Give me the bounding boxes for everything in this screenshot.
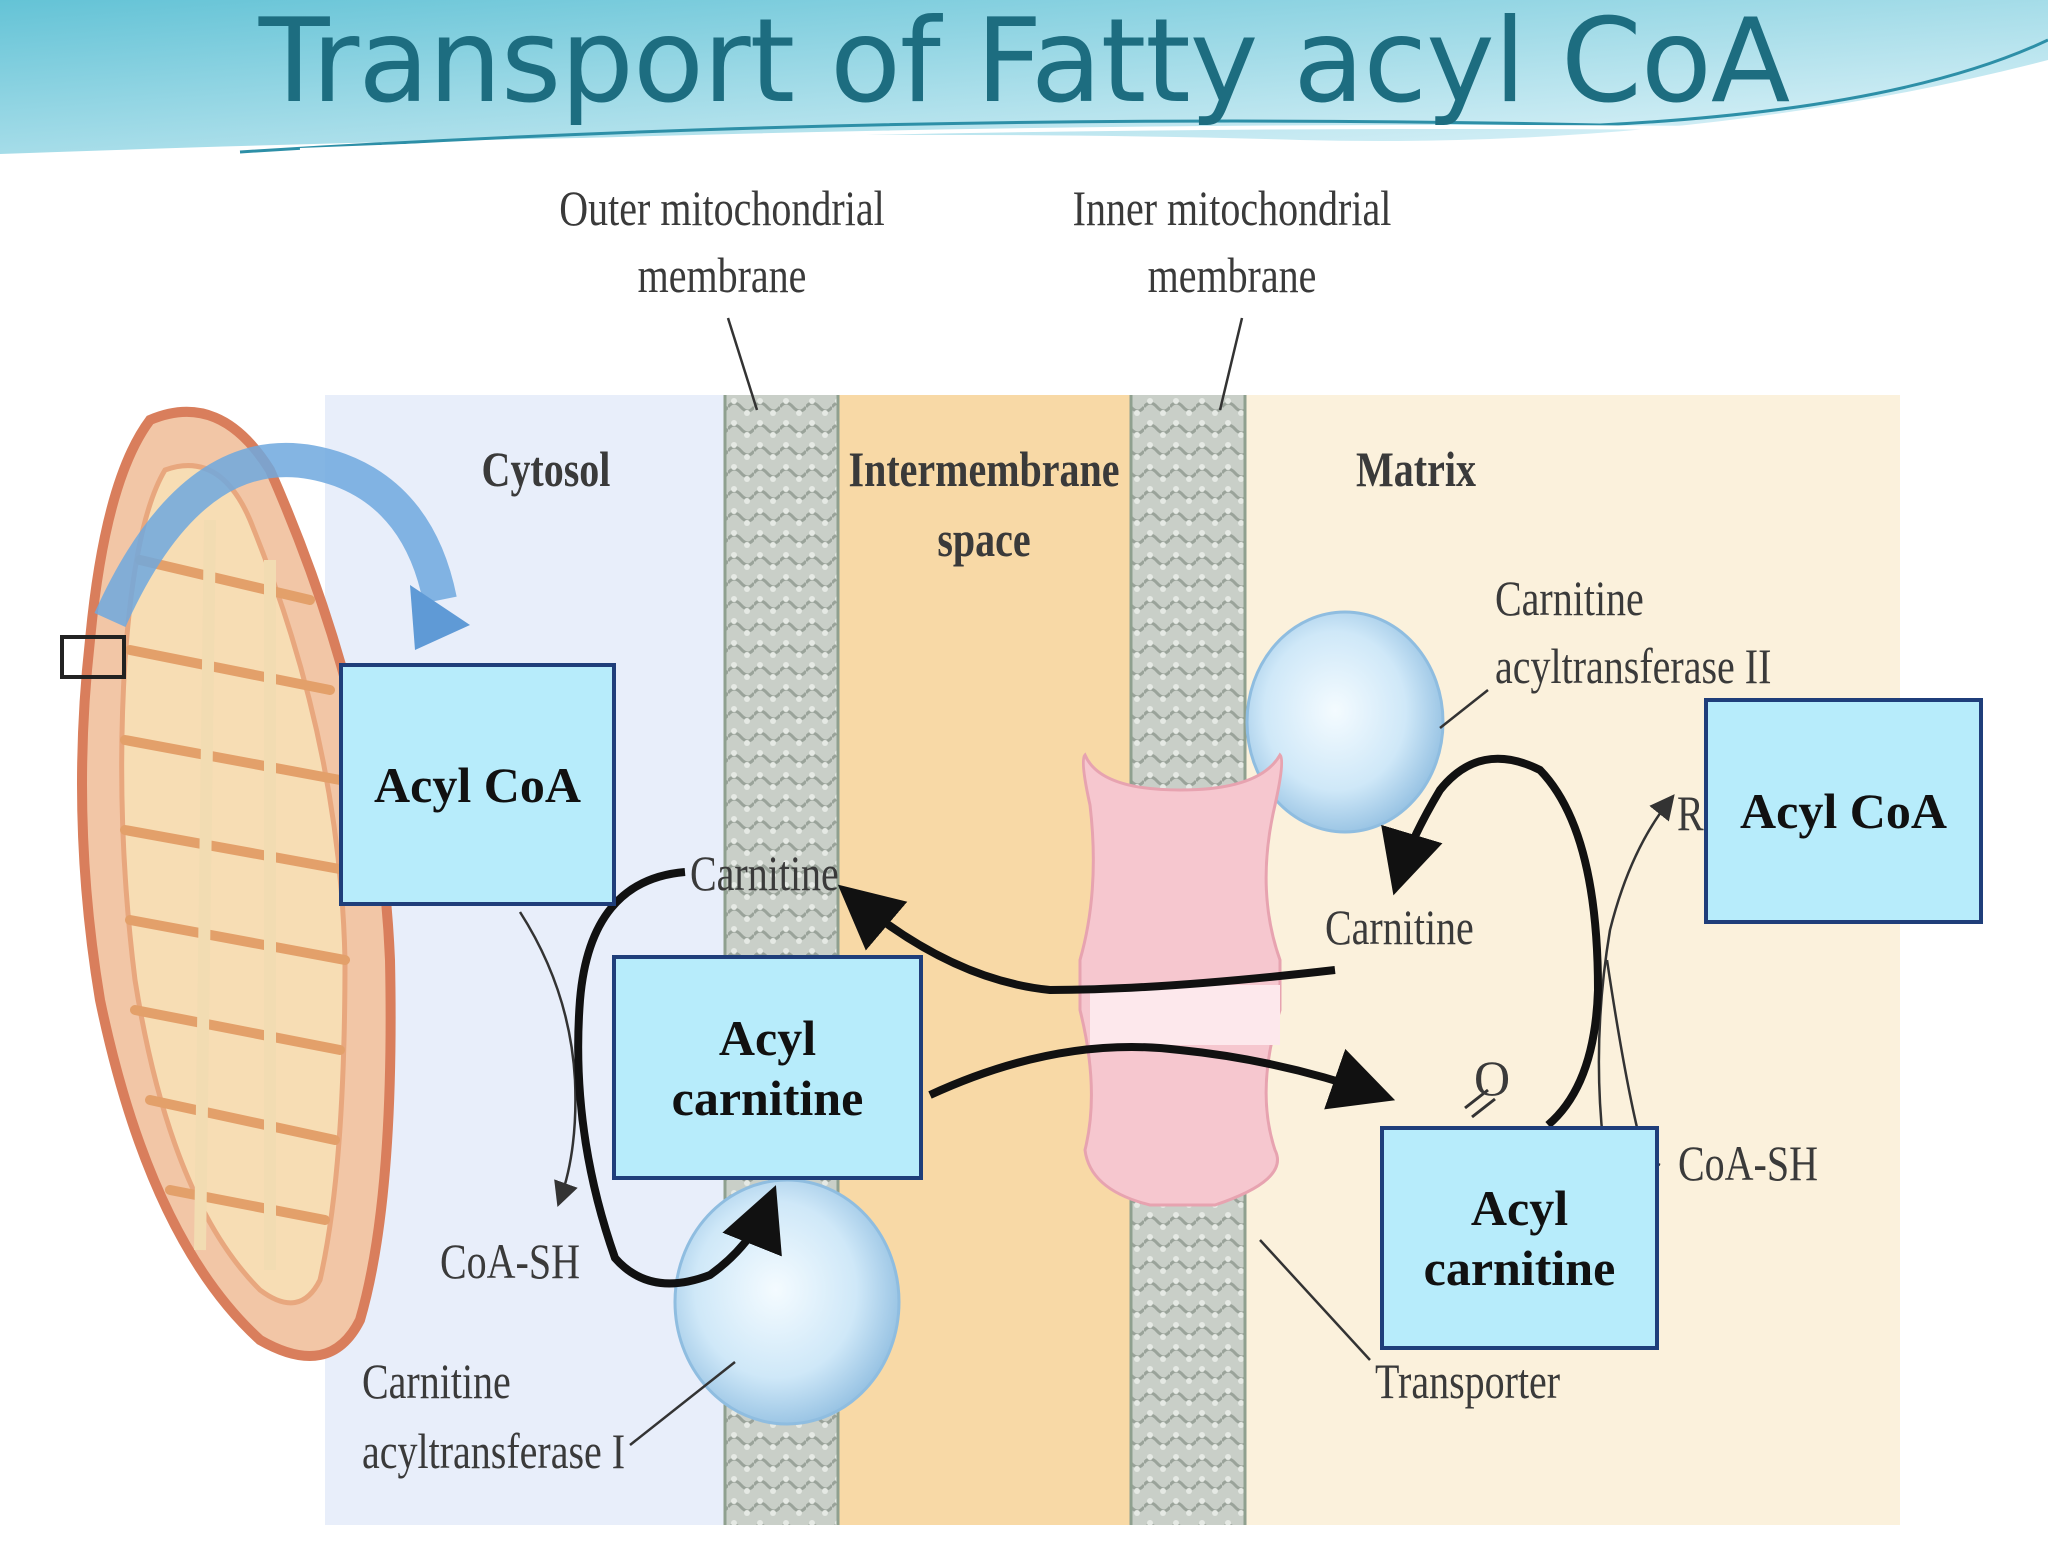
label-r-fragment: R [1677,786,1704,841]
label-o-fragment: O [1474,1050,1510,1106]
label-cat1-1: Carnitine [362,1354,511,1409]
acyl-carnitine-intermembrane-line2: carnitine [671,1069,864,1126]
mitochondrion-illustration [60,406,470,1361]
acyl-carnitine-matrix-line2: carnitine [1423,1240,1616,1296]
acyl-carnitine-matrix-box: Acyl carnitine [1380,1126,1659,1350]
acyl-coa-matrix-box: Acyl CoA [1704,698,1983,924]
label-coash-right: CoA-SH [1678,1136,1818,1191]
acylcarnitine-import-arrow [928,1043,1396,1110]
label-inner-membrane-2: membrane [1148,248,1317,303]
cytosol-cycle-arrow [574,868,782,1288]
acyl-coa-matrix-label: Acyl CoA [1740,783,1947,839]
matrix-region [1245,395,1900,1525]
acyl-carnitine-matrix-line1: Acyl [1470,1180,1569,1236]
label-outer-membrane-1: Outer mitochondrial [559,181,884,236]
acyl-carnitine-intermembrane-box: Acyl carnitine [612,955,923,1180]
acyl-carnitine-intermembrane-line1: Acyl [718,1009,817,1066]
acyl-coa-cytosol-box: Acyl CoA [339,663,616,906]
label-cytosol: Cytosol [482,442,611,497]
cat2-enzyme [1245,610,1445,834]
label-inner-membrane-1: Inner mitochondrial [1073,181,1392,236]
cat1-enzyme [673,1178,901,1426]
acyl-coa-cytosol-label: Acyl CoA [374,756,581,813]
carnitine-return-arrow [837,884,1336,995]
label-cat2-1: Carnitine [1495,571,1644,626]
label-cat1-2: acyltransferase I [362,1424,625,1479]
transporter [1078,752,1284,1207]
label-coash-left: CoA-SH [440,1234,580,1289]
label-carnitine-right: Carnitine [1325,900,1474,955]
slide-title: Transport of Fatty acyl CoA [258,0,1790,129]
matrix-cycle-arrow [1381,754,1603,1129]
label-outer-membrane-2: membrane [638,248,807,303]
label-cat2-2: acyltransferase II [1495,639,1771,694]
label-intermembrane-1: Intermembrane [849,442,1120,497]
title-banner [0,0,2048,154]
label-carnitine-left: Carnitine [690,846,839,901]
label-matrix: Matrix [1356,442,1476,497]
label-intermembrane-2: space [937,512,1030,567]
label-transporter: Transporter [1375,1354,1560,1409]
